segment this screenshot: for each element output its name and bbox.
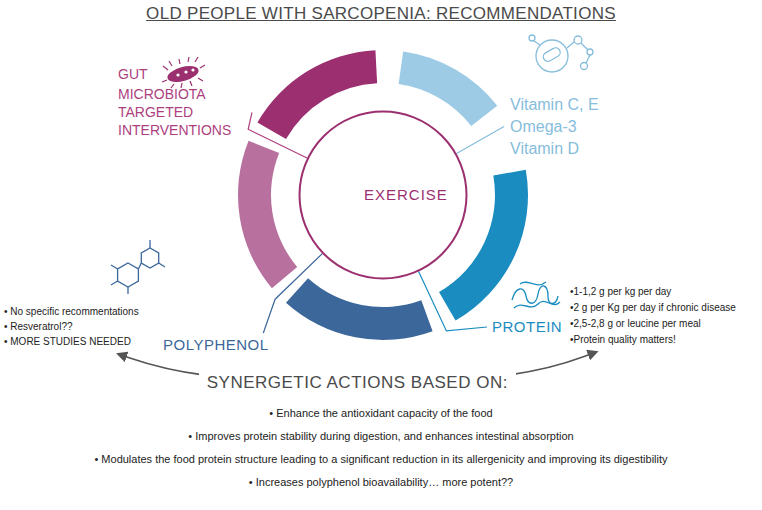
node-text: •1-1,2 g per kg per day xyxy=(570,286,671,298)
center-circle: EXERCISE xyxy=(298,110,468,280)
hexagon-ring xyxy=(118,263,139,287)
note-list: • Enhance the antioxidant capacity of th… xyxy=(0,402,762,494)
node-text: Vitamin C, E xyxy=(510,95,599,114)
segment-label: GUT MICROBIOTA TARGETED INTERVENTIONS xyxy=(118,66,250,142)
node-text: GUT xyxy=(118,66,148,83)
bacterium-hairs xyxy=(162,57,205,88)
leader-line xyxy=(248,112,307,158)
polyphenol-icon xyxy=(111,240,165,294)
molecule-atom xyxy=(529,35,535,41)
capsule xyxy=(542,46,562,63)
node-text: PROTEIN xyxy=(492,318,562,336)
node-text: POLYPHENOL xyxy=(163,336,269,354)
molecule-bonds xyxy=(111,240,165,294)
node-text: • MORE STUDIES NEEDED xyxy=(4,336,131,348)
node-text: • Resveratrol?? xyxy=(4,321,73,333)
node-text: EXERCISE xyxy=(364,186,448,204)
ring xyxy=(238,50,528,340)
hexagon-ring xyxy=(141,248,158,268)
leader-line xyxy=(419,271,488,331)
protein-ribbon xyxy=(520,282,546,285)
molecule-bonds xyxy=(567,42,590,63)
bacterium-body xyxy=(166,63,201,85)
ring-segment xyxy=(238,141,297,289)
leader-line xyxy=(456,127,504,154)
protein-icon xyxy=(512,282,560,308)
node-text: • No specific recommentations xyxy=(4,306,139,318)
vitamin-icon xyxy=(529,35,593,72)
note-text: • Increases polyphenol bioavailability… … xyxy=(0,471,762,494)
note-text: • Improves protein stability during dige… xyxy=(0,425,762,448)
node-text: MICROBIOTA TARGETED INTERVENTIONS xyxy=(118,85,248,140)
bacterium-icon xyxy=(162,57,205,88)
segment-label: Vitamin C, E Omega-3Vitamin D xyxy=(510,95,601,161)
circle-outline xyxy=(300,112,467,279)
vitamin-circle xyxy=(536,40,568,72)
note-text: • Enhance the antioxidant capacity of th… xyxy=(0,402,762,425)
title: OLD PEOPLE WITH SARCOPENIA: RECOMMENDATI… xyxy=(0,4,762,24)
segment-label: POLYPHENOL • No specific recommentations •… xyxy=(4,306,271,356)
protein-ribbon xyxy=(512,286,558,304)
node-text: Vitamin D xyxy=(510,139,579,158)
node-text: •2,5-2,8 g or leucine per meal xyxy=(570,318,701,330)
node-text: •Protein quality matters! xyxy=(570,334,676,346)
node-text: Omega-3 xyxy=(510,117,577,136)
bacterium-dot xyxy=(176,73,179,76)
molecule-atom xyxy=(574,36,582,44)
bacterium-dot xyxy=(191,68,194,71)
molecule-atom xyxy=(581,63,588,70)
bacterium-dot xyxy=(184,70,187,73)
leader-line xyxy=(263,253,322,333)
segment-label: PROTEIN •1-1,2 g per kg per day •2 g per K… xyxy=(492,286,738,348)
note-text: • Modulates the food protein structure l… xyxy=(0,448,762,471)
node-text: •2 g per Kg per day if chronic disease xyxy=(570,302,736,314)
molecule-bonds xyxy=(534,41,540,45)
protein-ribbon xyxy=(514,301,560,308)
ring-segment xyxy=(286,278,433,340)
edge-label: SYNERGETIC ACTIONS BASED ON: xyxy=(199,373,516,393)
ring-segment xyxy=(399,51,498,126)
